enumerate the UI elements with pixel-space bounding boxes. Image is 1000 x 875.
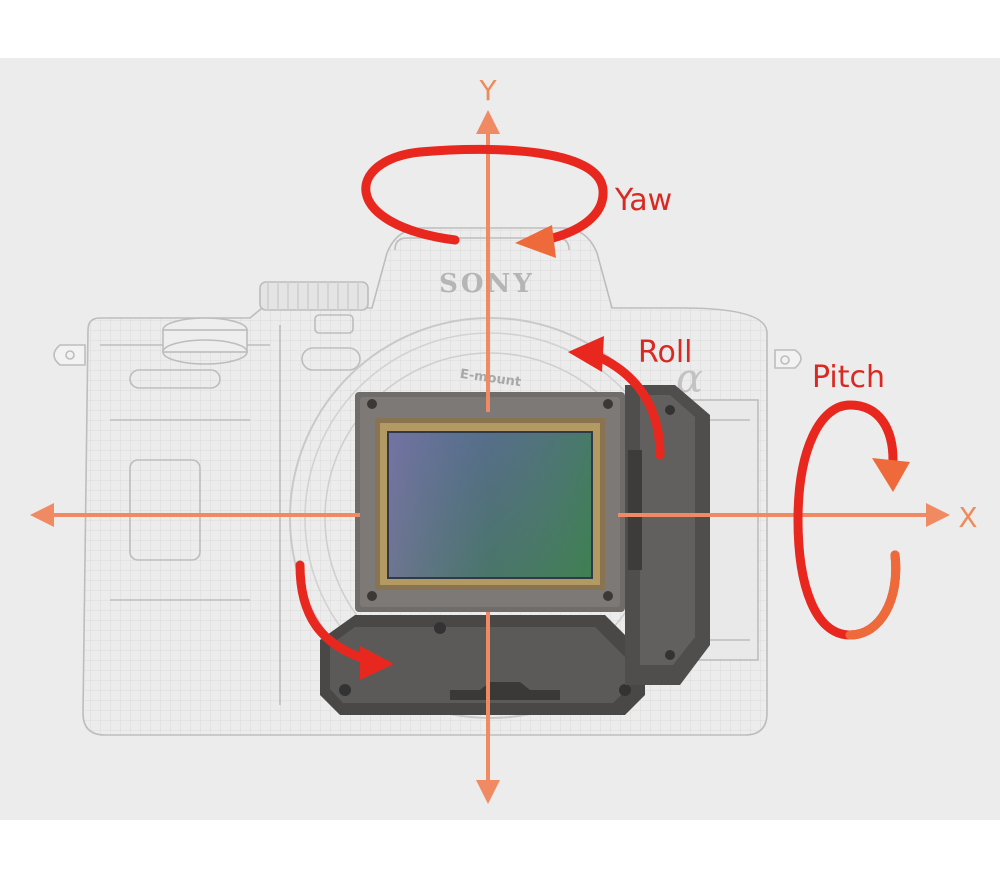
roll-label: Roll <box>638 335 693 370</box>
pitch-rotation-arrow <box>793 400 910 640</box>
y-axis-arrowhead-up <box>476 110 500 134</box>
x-axis-arrowhead-left <box>30 503 54 527</box>
y-axis-arrowhead-down <box>476 780 500 804</box>
axes <box>52 128 930 782</box>
yaw-label: Yaw <box>614 183 672 218</box>
yaw-rotation-arrow <box>361 144 608 258</box>
roll-rotation-arrow-upper <box>568 336 665 460</box>
x-axis-label: X <box>958 501 977 534</box>
pitch-label: Pitch <box>812 360 885 395</box>
stabilizer-unit <box>320 385 710 715</box>
y-axis-label: Y <box>478 74 497 107</box>
brand-logo: SONY <box>439 269 535 299</box>
roll-rotation-arrow-lower <box>295 560 394 680</box>
x-axis-arrowhead-right <box>926 503 950 527</box>
